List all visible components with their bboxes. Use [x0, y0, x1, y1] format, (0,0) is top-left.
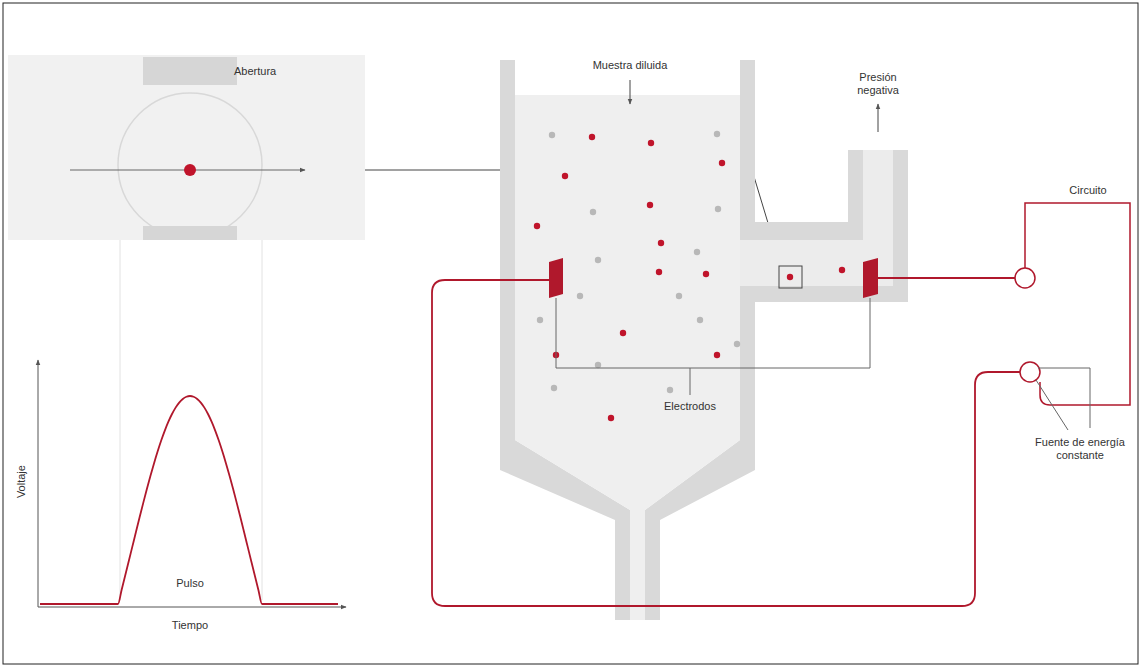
aperture-marker [779, 266, 802, 288]
particle [549, 132, 555, 138]
circuit-loop [1025, 203, 1130, 405]
tube-wall [848, 150, 863, 222]
particle [715, 206, 721, 212]
particle [184, 164, 196, 176]
y-axis [38, 360, 39, 607]
particle [608, 415, 614, 421]
particle [551, 385, 557, 391]
wire [878, 277, 1015, 279]
particle [562, 173, 568, 179]
wire [432, 280, 1020, 606]
sample-arrow [630, 80, 631, 104]
particle [676, 293, 682, 299]
electrodes-label: Electrodos [664, 400, 716, 413]
guide-line [262, 240, 263, 600]
particle [537, 317, 543, 323]
axis-label: Voltaje [15, 465, 28, 498]
aperture-wall [143, 57, 237, 85]
particle [667, 387, 673, 393]
particle [697, 317, 703, 323]
electrode [549, 258, 563, 298]
particle [839, 267, 845, 273]
particle [719, 160, 725, 166]
pressure-arrow [878, 104, 879, 132]
leader-line [1036, 380, 1068, 430]
terminal [1015, 268, 1035, 288]
spacer [740, 60, 863, 222]
particle [648, 140, 654, 146]
particle [589, 134, 595, 140]
guide-line [120, 240, 121, 600]
electrode-leader [556, 298, 870, 368]
particle [714, 352, 720, 358]
inset-panel: Abertura [8, 55, 365, 240]
leader-line [1038, 368, 1090, 428]
pulse-curve [40, 396, 338, 604]
particle [647, 202, 653, 208]
particle [694, 249, 700, 255]
particle [787, 274, 793, 280]
pulse-label: Pulso [176, 577, 204, 590]
circuit-label: Circuito [1069, 184, 1106, 197]
inset-panel [8, 55, 365, 240]
axis-label: Tiempo [172, 619, 208, 632]
particle [595, 257, 601, 263]
particle [656, 269, 662, 275]
particle [703, 271, 709, 277]
particle [534, 223, 540, 229]
aperture-outline [118, 93, 262, 237]
node-title: Abertura [234, 65, 276, 78]
power-label: Fuente de energía constante [1015, 436, 1141, 462]
particle [658, 240, 664, 246]
sample-label: Muestra diluida [593, 59, 668, 72]
leader-line [690, 368, 691, 395]
particle [620, 330, 626, 336]
particle [595, 362, 601, 368]
pressure-label: Presión negativa [848, 71, 908, 97]
x-axis [38, 607, 346, 608]
particle [577, 293, 583, 299]
particle [590, 209, 596, 215]
aperture-wall [143, 226, 237, 240]
frame [3, 3, 1138, 664]
particle [714, 131, 720, 137]
electrode [863, 258, 878, 298]
power-terminal [1020, 362, 1040, 382]
particle [734, 341, 740, 347]
sample-liquid [515, 95, 740, 620]
tube-wall [893, 150, 908, 222]
particles [534, 131, 845, 421]
